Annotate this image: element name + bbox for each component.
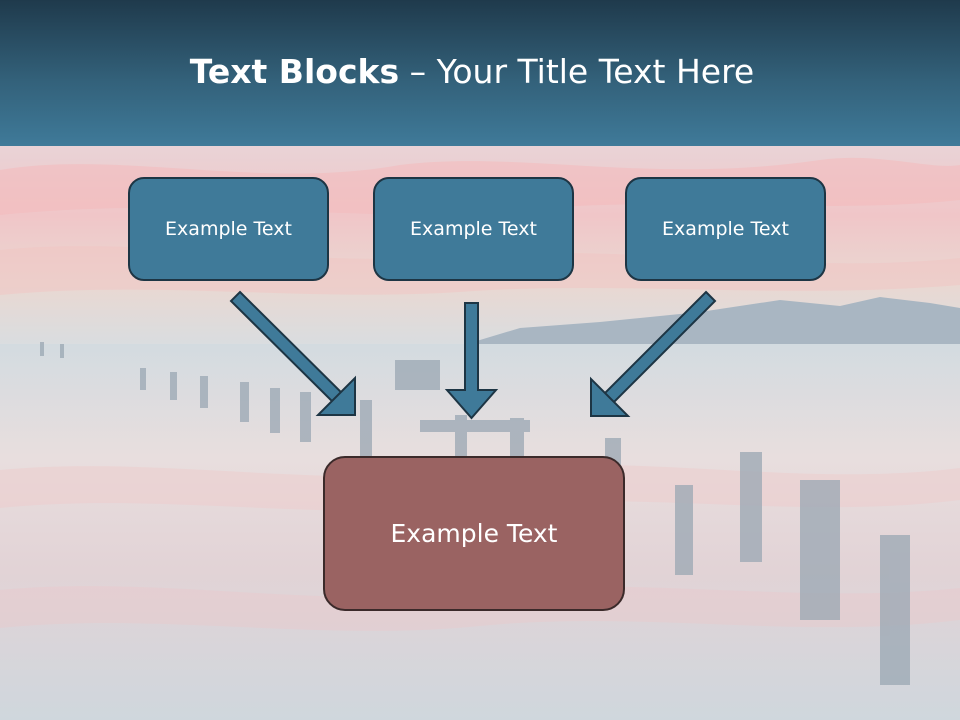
text-block-center-label: Example Text <box>410 218 537 240</box>
text-block-right[interactable]: Example Text <box>625 177 826 281</box>
text-block-result[interactable]: Example Text <box>323 456 625 611</box>
arrow-left-head-icon <box>315 375 356 416</box>
title-bold-part: Text Blocks <box>189 52 400 91</box>
title-rest: Your Title Text Here <box>436 52 755 91</box>
title-bar: Text Blocks – Your Title Text Here <box>0 0 960 146</box>
title-dash: – <box>399 52 437 91</box>
text-block-center[interactable]: Example Text <box>373 177 574 281</box>
text-block-right-label: Example Text <box>662 218 789 240</box>
text-block-left-label: Example Text <box>165 218 292 240</box>
slide-title: Text Blocks – Your Title Text Here <box>0 52 944 91</box>
arrow-center-icon <box>444 302 499 420</box>
text-block-result-label: Example Text <box>390 519 558 548</box>
text-block-left[interactable]: Example Text <box>128 177 329 281</box>
arrow-right-head-icon <box>590 376 631 417</box>
